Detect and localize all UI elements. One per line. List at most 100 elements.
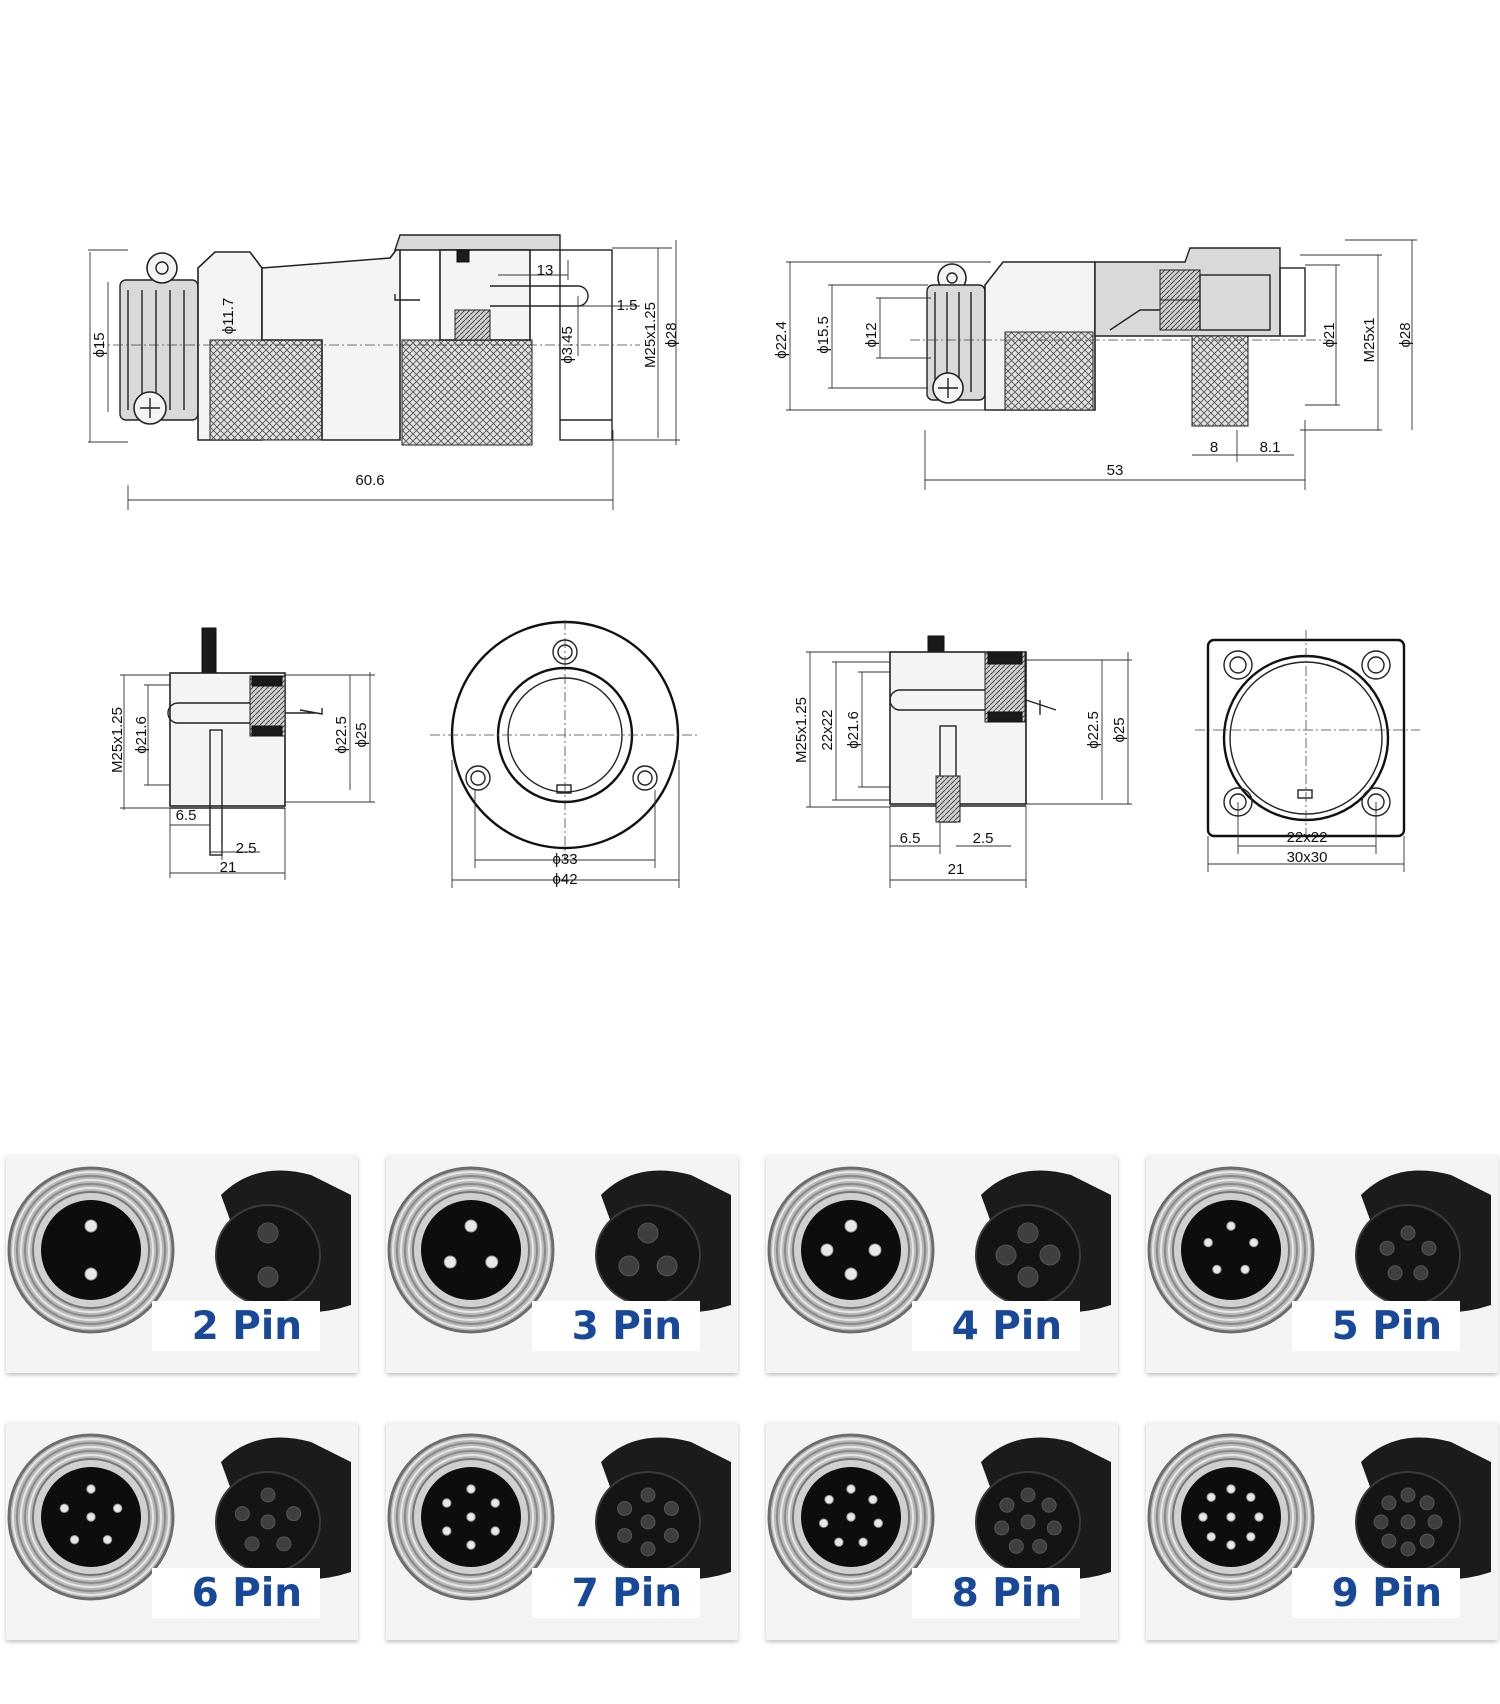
dim-sf-flange-square: 30x30 bbox=[1287, 849, 1328, 866]
female-socket-hole bbox=[1017, 1222, 1039, 1244]
male-pin bbox=[1198, 1512, 1208, 1522]
dim-sf-body: ϕ21.6 bbox=[845, 711, 862, 749]
dim-socket-d1: 8 bbox=[1210, 439, 1218, 456]
variant-label: 4 Pin bbox=[911, 1301, 1080, 1351]
male-pin bbox=[84, 1219, 98, 1233]
male-pin bbox=[443, 1255, 457, 1269]
round-flange-side-drawing: M25x1.25 ϕ21.6 ϕ22.5 ϕ25 6.5 2.5 21 bbox=[109, 627, 375, 880]
female-socket-hole bbox=[617, 1528, 633, 1543]
dim-socket-small: ϕ12 bbox=[863, 322, 880, 347]
insulator-face bbox=[421, 1200, 521, 1300]
female-socket-hole bbox=[257, 1222, 279, 1244]
male-pin bbox=[112, 1503, 123, 1514]
male-pin bbox=[102, 1534, 113, 1545]
male-pin bbox=[1206, 1532, 1216, 1542]
male-pin bbox=[868, 1494, 878, 1505]
male-pin bbox=[844, 1267, 858, 1281]
variant-label: 8 Pin bbox=[911, 1568, 1080, 1618]
male-pin bbox=[442, 1498, 452, 1508]
female-insert-face bbox=[595, 1204, 701, 1306]
male-pin bbox=[1246, 1492, 1256, 1502]
male-pin bbox=[84, 1267, 98, 1281]
male-pin bbox=[1212, 1264, 1222, 1275]
female-socket-hole bbox=[276, 1536, 292, 1552]
dim-socket-outer-dia: ϕ28 bbox=[1397, 322, 1414, 347]
female-socket-hole bbox=[257, 1266, 279, 1288]
female-socket-hole bbox=[1020, 1487, 1036, 1503]
female-socket-hole bbox=[1017, 1266, 1039, 1288]
insulator-face bbox=[1181, 1200, 1281, 1300]
male-pin bbox=[820, 1243, 834, 1257]
variant-label: 9 Pin bbox=[1291, 1568, 1460, 1618]
female-socket-hole bbox=[1379, 1240, 1395, 1256]
male-pin bbox=[1206, 1492, 1216, 1502]
variant-label: 6 Pin bbox=[151, 1568, 320, 1618]
female-socket-hole bbox=[286, 1506, 302, 1522]
female-socket-hole bbox=[1400, 1487, 1416, 1503]
female-socket-hole bbox=[260, 1487, 276, 1503]
dim-sf-square: 22x22 bbox=[819, 710, 836, 751]
female-socket-hole bbox=[656, 1255, 678, 1277]
variant-label: 5 Pin bbox=[1291, 1301, 1460, 1351]
male-pin bbox=[1254, 1512, 1264, 1522]
male-pin bbox=[1246, 1532, 1256, 1542]
female-socket-hole bbox=[1413, 1265, 1429, 1281]
male-pin bbox=[1226, 1540, 1236, 1550]
male-pin bbox=[1240, 1264, 1250, 1275]
male-pin bbox=[485, 1255, 499, 1269]
male-pin bbox=[490, 1498, 500, 1508]
insulator-face bbox=[41, 1200, 141, 1300]
square-flange-front-drawing: 22x22 30x30 bbox=[1195, 630, 1420, 872]
female-socket-hole bbox=[1400, 1514, 1416, 1530]
connector-photo-5-pin bbox=[1146, 1155, 1498, 1373]
dim-plug-length: 60.6 bbox=[355, 472, 384, 489]
female-socket-hole bbox=[640, 1514, 656, 1530]
male-pin bbox=[1249, 1237, 1259, 1248]
female-socket-hole bbox=[1020, 1514, 1036, 1530]
dim-rf-thread: M25x1.25 bbox=[109, 707, 126, 773]
variant-label: 3 Pin bbox=[531, 1301, 700, 1351]
connector-photo-9-pin bbox=[1146, 1422, 1498, 1640]
male-pin bbox=[1226, 1221, 1236, 1231]
male-pin bbox=[846, 1484, 856, 1494]
female-socket-hole bbox=[994, 1520, 1010, 1536]
female-socket-hole bbox=[244, 1536, 260, 1552]
male-pin bbox=[464, 1219, 478, 1233]
male-pin bbox=[1226, 1512, 1236, 1522]
dim-sf-length: 21 bbox=[948, 861, 965, 878]
dim-plug-outer-dia: ϕ28 bbox=[663, 322, 680, 347]
variant-card-6-pin: 6 Pin bbox=[6, 1422, 358, 1640]
dim-rf-length: 21 bbox=[220, 859, 237, 876]
dim-rf-flange: ϕ42 bbox=[552, 871, 577, 888]
dim-sf-pin-offset: 6.5 bbox=[900, 830, 921, 847]
male-pin bbox=[868, 1243, 882, 1257]
female-socket-hole bbox=[1039, 1244, 1061, 1266]
female-socket-hole bbox=[1373, 1514, 1389, 1530]
variant-card-9-pin: 9 Pin bbox=[1146, 1422, 1498, 1640]
pin-variant-gallery: 2 Pin 3 Pin 4 Pin 5 Pin 6 Pin 7 Pin 8 Pi… bbox=[0, 1150, 1500, 1670]
dim-sf-hole-square: 22x22 bbox=[1287, 829, 1328, 846]
female-insert-face bbox=[975, 1204, 1081, 1306]
female-socket-hole bbox=[663, 1528, 679, 1543]
variant-card-4-pin: 4 Pin bbox=[766, 1155, 1118, 1373]
dim-rf-pin-width: 2.5 bbox=[236, 840, 257, 857]
male-pin bbox=[466, 1512, 476, 1522]
female-socket-hole bbox=[260, 1514, 276, 1530]
female-socket-hole bbox=[1032, 1538, 1048, 1554]
socket-side-view-drawing: ϕ22.4 ϕ15.5 ϕ12 53 8 8.1 ϕ21 M25x1 ϕ28 bbox=[773, 239, 1417, 490]
dim-pin-dia: ϕ3.45 bbox=[559, 326, 576, 364]
dim-socket-length: 53 bbox=[1107, 462, 1124, 479]
female-socket-hole bbox=[618, 1255, 640, 1277]
female-insert-face bbox=[215, 1204, 321, 1306]
female-socket-hole bbox=[1381, 1495, 1397, 1511]
male-pin bbox=[844, 1219, 858, 1233]
female-socket-hole bbox=[1387, 1265, 1403, 1281]
variant-card-2-pin: 2 Pin bbox=[6, 1155, 358, 1373]
male-pin bbox=[846, 1512, 856, 1522]
dim-socket-mid: ϕ15.5 bbox=[815, 316, 832, 354]
male-pin bbox=[466, 1540, 476, 1550]
dim-sf-face1: ϕ22.5 bbox=[1085, 711, 1102, 749]
round-flange-front-drawing: ϕ33 ϕ42 bbox=[430, 620, 700, 888]
dim-sf-face2: ϕ25 bbox=[1111, 717, 1128, 742]
variant-card-5-pin: 5 Pin bbox=[1146, 1155, 1498, 1373]
